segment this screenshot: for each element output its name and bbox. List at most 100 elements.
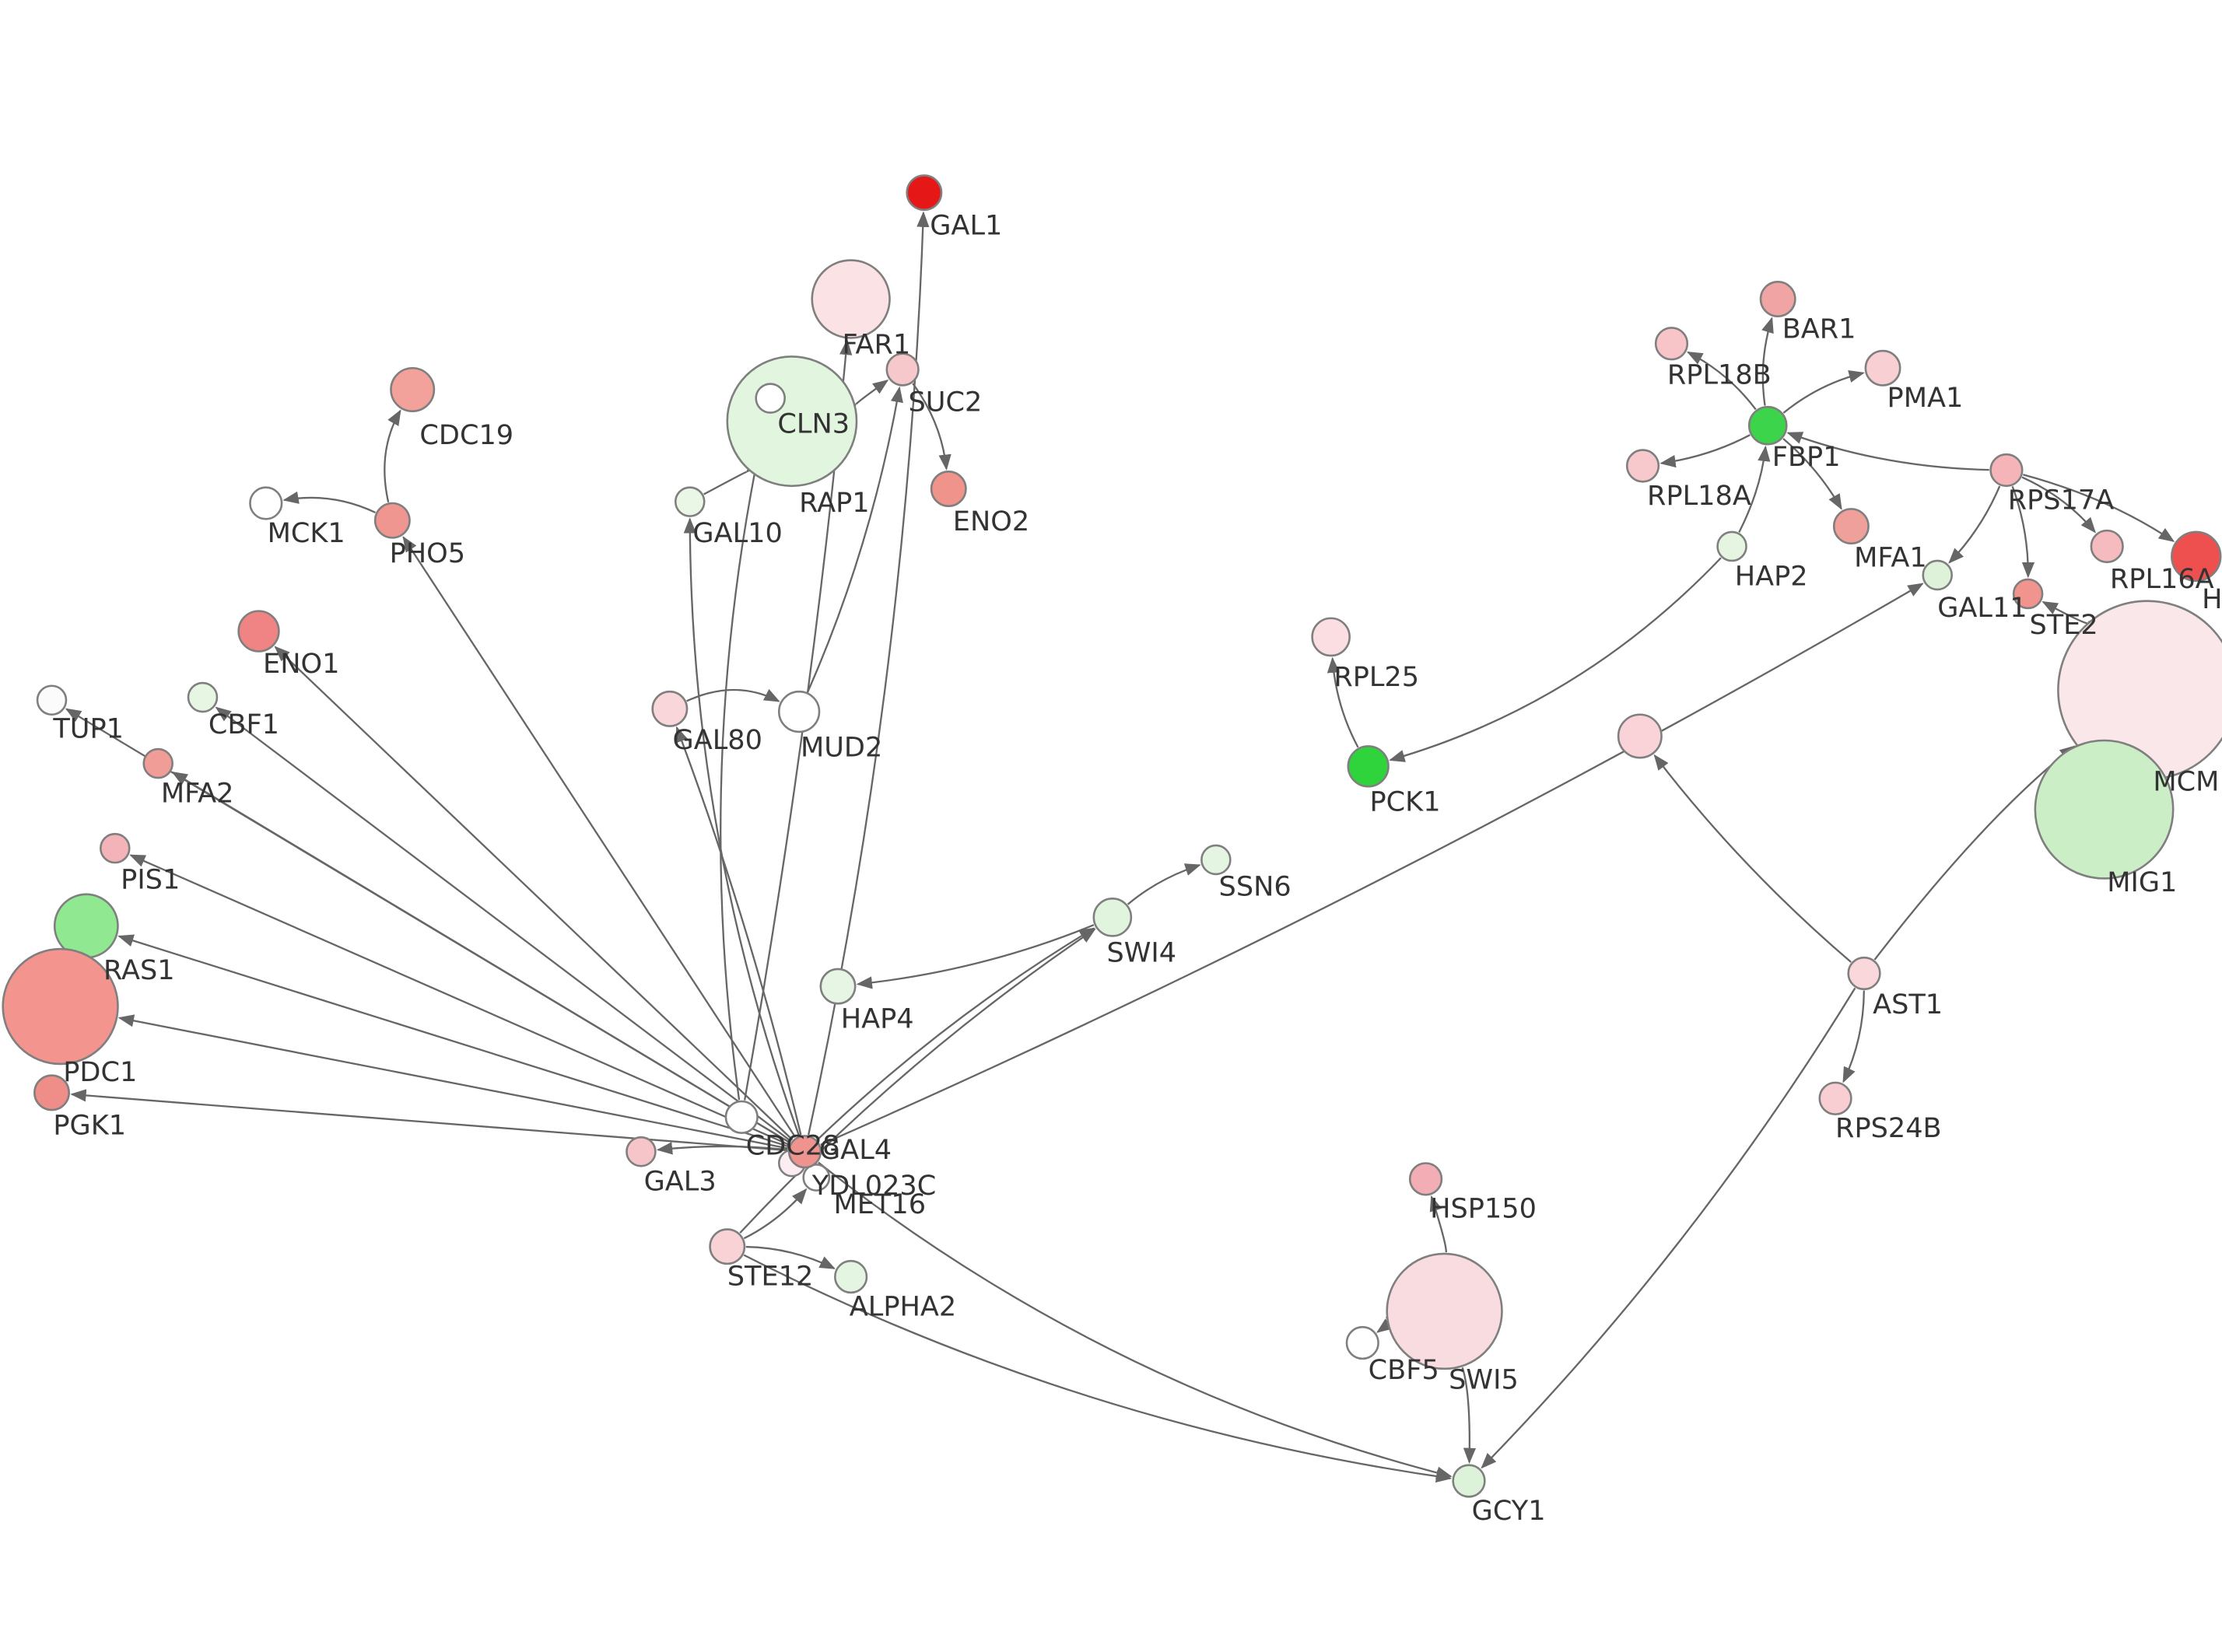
- node-GAL3[interactable]: [626, 1136, 657, 1167]
- edge-CDC28-CLN3[interactable]: [720, 413, 770, 1101]
- edge-RPS17A-GAL11[interactable]: [1948, 485, 2001, 564]
- node-SWI5[interactable]: [1386, 1252, 1503, 1370]
- node-STE12[interactable]: [709, 1228, 746, 1265]
- node-SWI4[interactable]: [1092, 898, 1133, 937]
- node-TUP1[interactable]: [36, 684, 68, 716]
- edge-GAL4-PGK1[interactable]: [70, 1089, 788, 1152]
- edge-RPS17A-RPL16A[interactable]: [2021, 476, 2097, 534]
- node-GCY1[interactable]: [1452, 1464, 1486, 1498]
- edge-GAL4-PIS1[interactable]: [129, 854, 790, 1146]
- node-CBF5[interactable]: [1345, 1325, 1379, 1360]
- edge-SWI4-HAP4[interactable]: [856, 924, 1095, 989]
- node-MIG1[interactable]: [2034, 739, 2175, 880]
- edge-PCK1-RPL25[interactable]: [1327, 656, 1359, 748]
- edge-GAL4-GAL3[interactable]: [656, 1142, 788, 1155]
- node-RPS17A[interactable]: [1989, 453, 2024, 488]
- edge-GAL4-GCY1[interactable]: [818, 1161, 1453, 1479]
- edge-STE12-SWI4[interactable]: [739, 928, 1096, 1234]
- node-PIS1[interactable]: [100, 832, 131, 864]
- node-FAR1[interactable]: [811, 259, 891, 339]
- node-PDC1[interactable]: [2, 947, 119, 1066]
- edge-FBP1-RPL18A[interactable]: [1659, 434, 1751, 468]
- node-CBF1[interactable]: [187, 681, 219, 713]
- node-ENO2[interactable]: [930, 471, 967, 507]
- edge-GAL4-MFA2[interactable]: [171, 772, 791, 1144]
- edge-PHO5-CDC19[interactable]: [384, 409, 401, 502]
- node-MUD2[interactable]: [777, 690, 821, 733]
- node-MFA2[interactable]: [142, 747, 173, 779]
- node-HIS4[interactable]: [2171, 530, 2222, 583]
- edge-RAP1-SUC2[interactable]: [854, 379, 889, 406]
- edge-FBP1-MFA1[interactable]: [1782, 438, 1842, 510]
- node-PHO5[interactable]: [373, 502, 411, 539]
- edge-GAL4-PDC1[interactable]: [117, 1014, 788, 1150]
- edge-GAL4-CBF1[interactable]: [215, 706, 792, 1143]
- edge-GAL80-MUD2[interactable]: [686, 688, 780, 702]
- node-MCK1[interactable]: [249, 486, 283, 520]
- node-AST1[interactable]: [1847, 956, 1881, 991]
- node-MET16[interactable]: [802, 1164, 831, 1192]
- edge-MUD2-SUC2[interactable]: [807, 386, 903, 693]
- edge-AST1-NODE1[interactable]: [1653, 754, 1852, 963]
- node-CDC19[interactable]: [390, 366, 436, 412]
- node-SSN6[interactable]: [1200, 844, 1232, 876]
- edge-FBP1-RPL18B[interactable]: [1686, 351, 1757, 411]
- node-RPL16A[interactable]: [2090, 529, 2124, 564]
- node-GAL10[interactable]: [674, 486, 706, 517]
- edge-RPS17A-HIS4[interactable]: [2023, 474, 2175, 542]
- edge-SWI5-GCY1[interactable]: [1461, 1367, 1477, 1465]
- node-label-CBF1: CBF1: [209, 709, 279, 740]
- node-PCK1[interactable]: [1347, 745, 1390, 788]
- edge-GAL4-GAL80[interactable]: [675, 726, 802, 1136]
- node-SUC2[interactable]: [885, 352, 920, 387]
- edge-SWI5-HSP150[interactable]: [1429, 1195, 1447, 1253]
- node-CDC28[interactable]: [724, 1100, 759, 1134]
- node-RPL25[interactable]: [1311, 617, 1351, 657]
- node-HAP2[interactable]: [1716, 530, 1747, 562]
- edge-HAP2-PCK1[interactable]: [1389, 557, 1722, 762]
- node-label-AST1: AST1: [1873, 989, 1943, 1020]
- edge-GAL4-PHO5[interactable]: [402, 536, 797, 1138]
- node-MFA1[interactable]: [1832, 508, 1870, 545]
- edge-STE12-ALPHA2[interactable]: [745, 1245, 836, 1269]
- node-PMA1[interactable]: [1864, 349, 1901, 387]
- edge-GAL4-GAL10[interactable]: [683, 517, 801, 1136]
- node-HAP4[interactable]: [819, 968, 857, 1005]
- edge-FBP1-BAR1[interactable]: [1761, 317, 1774, 406]
- edge-GAL4-ENO1[interactable]: [274, 646, 794, 1141]
- node-GAL1[interactable]: [906, 174, 943, 212]
- node-GAL4[interactable]: [787, 1135, 822, 1169]
- node-label-RPL18B: RPL18B: [1667, 359, 1772, 391]
- node-RPL18A[interactable]: [1625, 449, 1660, 483]
- edge-GAL10-RAP1[interactable]: [703, 457, 762, 495]
- edge-RPS17A-FBP1[interactable]: [1786, 432, 1989, 471]
- edge-GAL4-RAS1[interactable]: [117, 934, 789, 1148]
- node-STE2[interactable]: [2012, 578, 2044, 610]
- node-ENO1[interactable]: [237, 610, 280, 653]
- edge-STE12-MET16[interactable]: [743, 1188, 808, 1240]
- edge-STE12-GCY1[interactable]: [743, 1254, 1453, 1483]
- edge-AST1-GCY1[interactable]: [1481, 987, 1856, 1469]
- node-ALPHA2[interactable]: [834, 1259, 868, 1294]
- node-HSP150[interactable]: [1408, 1162, 1443, 1196]
- edge-AST1-RPS24B[interactable]: [1842, 990, 1865, 1083]
- node-PGK1[interactable]: [33, 1074, 70, 1111]
- node-CLN3[interactable]: [755, 383, 786, 414]
- edge-FBP1-PMA1[interactable]: [1782, 370, 1865, 414]
- edge-GAL4-SWI4[interactable]: [816, 927, 1095, 1141]
- node-RPS24B[interactable]: [1818, 1081, 1852, 1115]
- node-GAL11[interactable]: [1922, 559, 1953, 591]
- node-GAL80[interactable]: [651, 690, 689, 727]
- edge-HAP2-FBP1[interactable]: [1738, 445, 1771, 533]
- edge-GAL4-GAL11[interactable]: [820, 583, 1924, 1146]
- node-unlabeled[interactable]: [1617, 713, 1663, 759]
- node-RPL18B[interactable]: [1654, 327, 1689, 361]
- node-BAR1[interactable]: [1759, 281, 1796, 317]
- node-FBP1[interactable]: [1747, 405, 1788, 446]
- edge-SWI4-SSN6[interactable]: [1127, 863, 1201, 905]
- edge-SUC2-ENO2[interactable]: [912, 383, 952, 471]
- edge-PHO5-MCK1[interactable]: [282, 491, 377, 514]
- edge-RPS17A-STE2[interactable]: [2011, 485, 2035, 579]
